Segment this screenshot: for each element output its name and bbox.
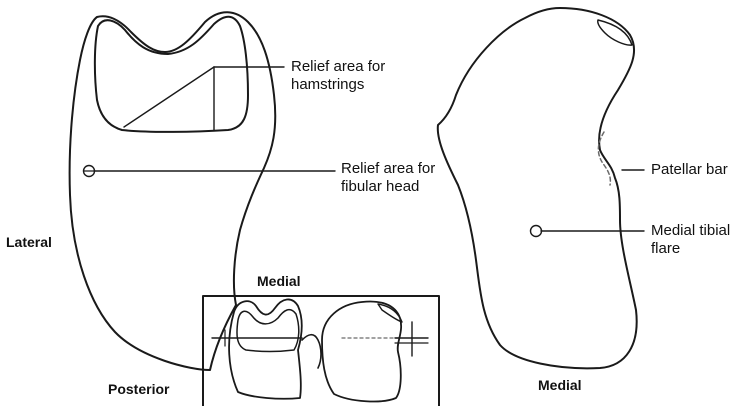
posterior-trim-line [95, 17, 248, 132]
relief-hamstrings-label-line2: hamstrings [291, 76, 364, 94]
relief-hamstrings-label-line1: Relief area for [291, 58, 385, 76]
medial-bottom-label: Medial [538, 376, 582, 394]
posterior-label: Posterior [108, 380, 169, 398]
inset-medial-socket [322, 302, 401, 402]
hamstring-relief-diagonal [124, 67, 214, 127]
patellar-bar-label: Patellar bar [651, 161, 728, 179]
relief-fibular-label-line2: fibular head [341, 178, 419, 196]
medial-tibial-label-line1: Medial tibial [651, 222, 730, 240]
posterior-socket-outline [70, 12, 276, 370]
medial-tibial-flare-marker [531, 226, 542, 237]
medial-socket-outline [438, 8, 637, 368]
medial-inset-label: Medial [257, 272, 301, 290]
relief-fibular-label-line1: Relief area for [341, 160, 435, 178]
inset-neck [302, 335, 321, 368]
medial-tibial-label-line2: flare [651, 240, 680, 258]
inset-posterior-trim [237, 310, 299, 352]
lateral-label: Lateral [6, 233, 52, 251]
